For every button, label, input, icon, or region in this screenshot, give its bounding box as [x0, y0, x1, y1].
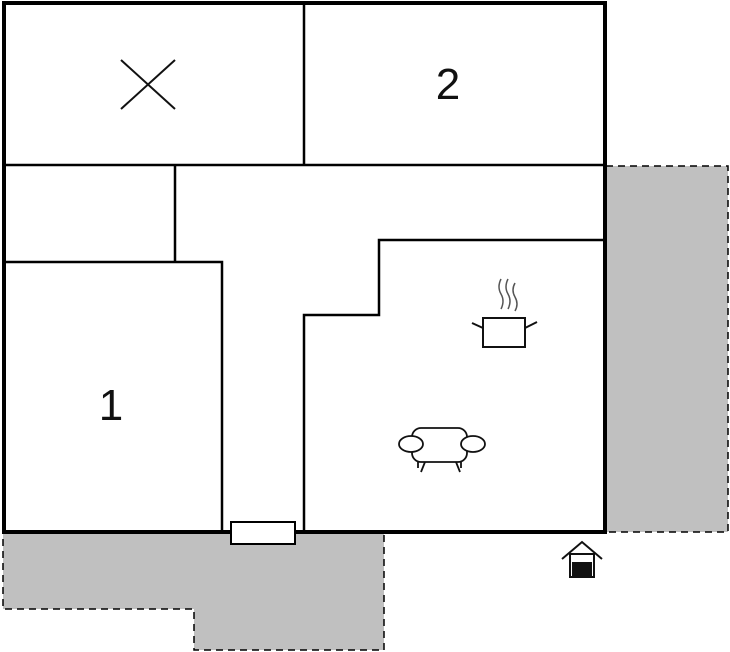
terrace-right [605, 165, 729, 533]
entrance-door [230, 521, 296, 545]
sofa-icon [398, 427, 486, 473]
room-label-2: 2 [436, 60, 460, 109]
house-entrance-icon [561, 540, 603, 578]
terrace-bottom [2, 531, 385, 651]
cooking-pot-icon [471, 278, 538, 348]
interior-walls [4, 3, 605, 532]
room-label-1: 1 [99, 381, 123, 430]
cross-icon [120, 59, 176, 110]
